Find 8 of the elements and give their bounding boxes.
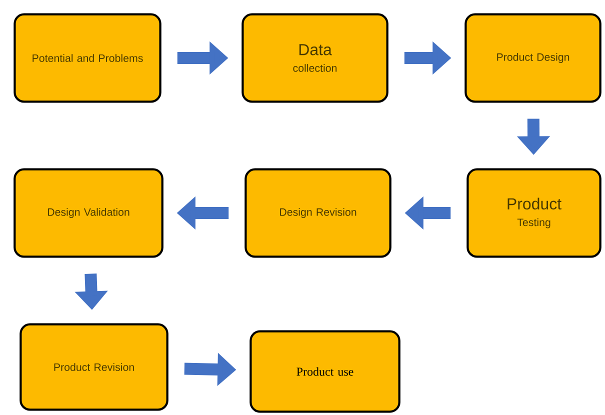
process-box: Design Revision (244, 168, 392, 258)
process-box: Product Revision (20, 323, 168, 411)
process-box: Data collection (242, 13, 388, 103)
process-box: Design Validation (14, 168, 164, 258)
process-box: Product Design (464, 13, 602, 103)
process-box: Product use (250, 330, 400, 413)
process-box: Potential and Problems (14, 13, 162, 103)
process-box: Product Testing (466, 168, 602, 258)
